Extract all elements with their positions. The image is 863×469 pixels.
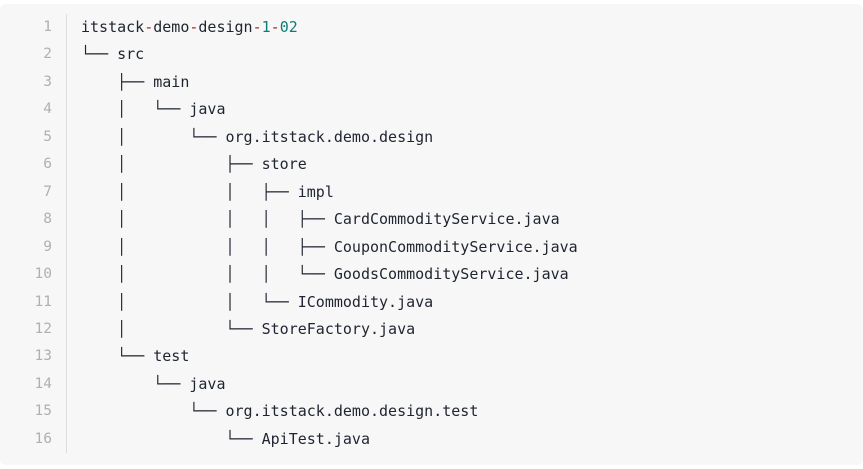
code-line: 8 │ │ │ ├── CardCommodityService.java (0, 206, 863, 234)
line-content: └── org.itstack.demo.design.test (81, 402, 479, 421)
code-line: 6 │ ├── store (0, 151, 863, 179)
token-dash: - (144, 18, 154, 36)
line-content: │ │ │ ├── CardCommodityService.java (81, 210, 560, 229)
line-number: 7 (0, 178, 67, 207)
line-content: │ │ │ └── GoodsCommodityService.java (81, 265, 569, 284)
token-text: design (198, 18, 253, 36)
code-line: 15 └── org.itstack.demo.design.test (0, 398, 863, 426)
line-number: 13 (0, 343, 67, 371)
token-dash: - (189, 18, 199, 36)
line-number: 8 (0, 206, 67, 234)
code-line: 4 │ └── java (0, 96, 863, 124)
line-number: 1 (0, 14, 67, 42)
line-number: 12 (0, 315, 67, 344)
token-text: demo (153, 18, 190, 36)
line-number: 6 (0, 151, 67, 179)
code-line: 11 │ │ └── ICommodity.java (0, 288, 863, 316)
code-line: 3 ├── main (0, 68, 863, 97)
line-number: 4 (0, 96, 67, 124)
code-line: 12 │ └── StoreFactory.java (0, 315, 863, 344)
line-number: 16 (0, 425, 67, 454)
code-line: 2 └── src (0, 41, 863, 69)
line-content: │ └── StoreFactory.java (81, 319, 416, 338)
line-content: └── test (81, 347, 190, 366)
line-content: │ └── java (81, 100, 226, 119)
line-number: 9 (0, 233, 67, 262)
line-content: │ │ ├── impl (81, 182, 334, 201)
token-dash: - (270, 18, 280, 36)
line-content: └── java (81, 374, 226, 393)
line-content: │ │ │ ├── CouponCommodityService.java (81, 237, 578, 256)
token-number: 02 (279, 18, 298, 36)
code-line: 13 └── test (0, 343, 863, 371)
code-line: 16 └── ApiTest.java (0, 425, 863, 454)
token-text: itstack (81, 18, 145, 36)
code-line: 9 │ │ │ ├── CouponCommodityService.java (0, 233, 863, 262)
line-number: 14 (0, 370, 67, 399)
line-number: 3 (0, 68, 67, 97)
token-dash: - (252, 18, 262, 36)
line-content: └── ApiTest.java (81, 429, 370, 448)
line-content: itstack-demo-design-1-02 (67, 14, 863, 41)
line-number: 5 (0, 123, 67, 152)
line-number: 15 (0, 398, 67, 426)
line-content: │ │ └── ICommodity.java (81, 292, 434, 311)
line-content: │ ├── store (81, 155, 307, 174)
code-line: 10 │ │ │ └── GoodsCommodityService.java (0, 261, 863, 289)
line-content: │ └── org.itstack.demo.design (81, 127, 434, 146)
token-number: 1 (261, 18, 271, 36)
line-content: ├── main (81, 72, 190, 91)
line-content: └── src (81, 45, 145, 64)
line-number: 2 (0, 41, 67, 69)
line-number: 10 (0, 261, 67, 289)
code-line: 7 │ │ ├── impl (0, 178, 863, 207)
code-line: 5 │ └── org.itstack.demo.design (0, 123, 863, 152)
code-line: 14 └── java (0, 370, 863, 399)
line-number: 11 (0, 288, 67, 316)
